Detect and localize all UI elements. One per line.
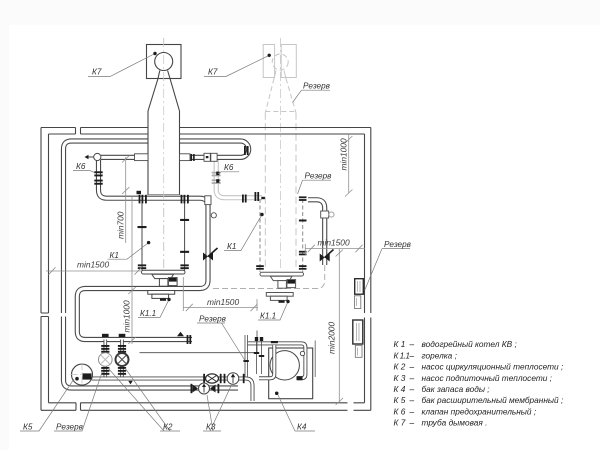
svg-text:К 6–клапан предохранительный ;: К 6–клапан предохранительный ; — [394, 406, 537, 416]
svg-text:min1000: min1000 — [339, 138, 349, 170]
svg-text:К 1–водогрейный котел КВ ;: К 1–водогрейный котел КВ ; — [394, 339, 518, 349]
svg-text:min1500: min1500 — [318, 237, 350, 247]
svg-text:К6: К6 — [224, 163, 234, 172]
svg-text:Резерв: Резерв — [384, 240, 412, 249]
svg-text:К 3–насос подпиточный теплосет: К 3–насос подпиточный теплосети ; — [394, 373, 553, 383]
svg-text:К4: К4 — [297, 423, 307, 432]
svg-text:min1000: min1000 — [122, 300, 132, 332]
svg-text:К5: К5 — [23, 423, 33, 432]
svg-text:К6: К6 — [76, 162, 86, 171]
svg-text:К7: К7 — [208, 68, 218, 77]
svg-text:К1.1: К1.1 — [260, 312, 276, 321]
svg-text:К 7–труба дымовая .: К 7–труба дымовая . — [394, 418, 488, 428]
svg-text:min1500: min1500 — [207, 297, 239, 307]
svg-text:Резерв: Резерв — [199, 315, 227, 324]
svg-text:К1.1: К1.1 — [140, 309, 156, 318]
svg-text:К7: К7 — [92, 68, 102, 77]
svg-text:К2: К2 — [163, 423, 173, 432]
svg-text:min2000: min2000 — [327, 322, 337, 354]
svg-text:min700: min700 — [116, 211, 126, 239]
svg-text:Резерв: Резерв — [303, 82, 331, 91]
svg-text:min1500: min1500 — [77, 260, 109, 270]
svg-text:Резерв: Резерв — [56, 423, 84, 432]
svg-text:К 4–бак запаса воды ;: К 4–бак запаса воды ; — [394, 384, 491, 394]
svg-text:К 1.1–горелка ;: К 1.1–горелка ; — [394, 350, 458, 360]
svg-text:Резерв: Резерв — [305, 172, 333, 181]
svg-text:К 2–насос циркуляционный тепло: К 2–насос циркуляционный теплосети ; — [394, 362, 564, 372]
svg-text:К 5–бак расширительный мембран: К 5–бак расширительный мембранный ; — [394, 395, 564, 405]
svg-text:К1: К1 — [227, 242, 236, 251]
svg-text:К3: К3 — [206, 423, 216, 432]
svg-text:К1: К1 — [110, 251, 119, 260]
